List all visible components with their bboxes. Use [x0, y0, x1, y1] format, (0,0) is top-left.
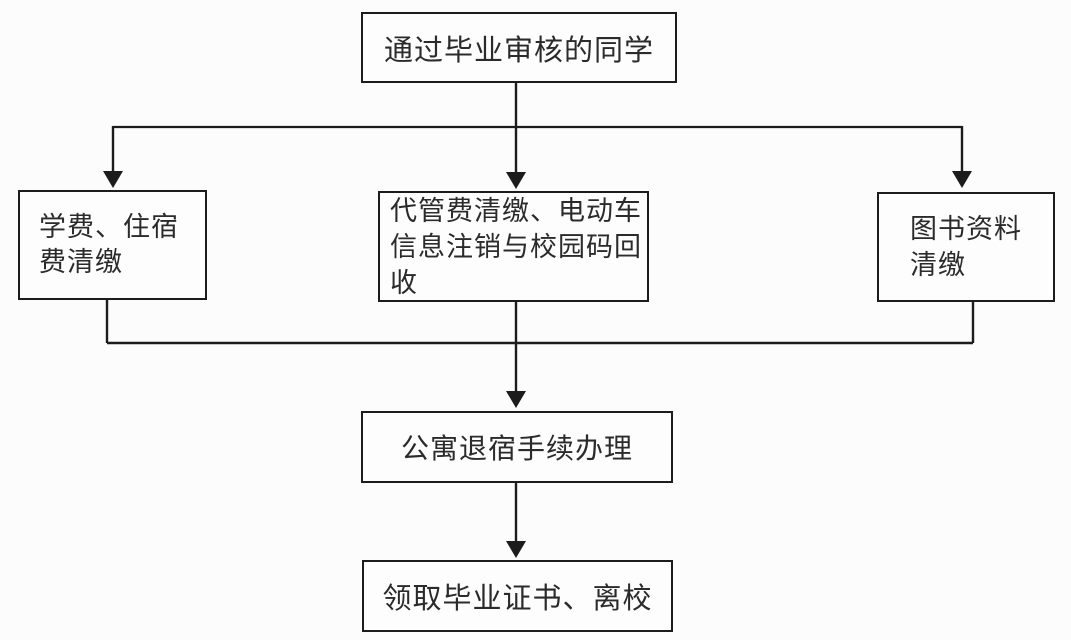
flow-node-label: 公寓退宿手续办理	[400, 433, 633, 464]
flow-node-label: 图书资料	[910, 214, 1022, 244]
flow-node-library: 图书资料 清缴	[877, 192, 1055, 302]
flow-node-label: 收	[390, 267, 418, 298]
edge-start-to-library	[952, 126, 972, 188]
flow-node-certificate-leave: 领取毕业证书、离校	[362, 560, 673, 632]
flow-node-custodial-ebike: 代管费清缴、电动车 信息注销与校园码回 收	[378, 191, 649, 302]
flow-node-label: 学费、住宿	[39, 212, 179, 242]
arrow-down-marker	[506, 541, 526, 558]
edge-start-to-tuition	[103, 126, 123, 188]
flow-node-label: 清缴	[910, 250, 966, 280]
flow-node-tuition-housing: 学费、住宿 费清缴	[18, 190, 207, 300]
flow-node-label: 通过毕业审核的同学	[383, 34, 654, 67]
flow-node-label: 信息注销与校园码回	[390, 231, 642, 262]
arrow-down-marker	[103, 171, 123, 188]
flow-node-label: 领取毕业证书、离校	[382, 583, 653, 615]
edge-custodial-to-dorm	[506, 302, 526, 408]
arrow-down-marker	[506, 391, 526, 408]
edge-start-to-custodial	[506, 83, 526, 189]
arrow-down-marker	[952, 171, 972, 188]
flow-node-label: 代管费清缴、电动车	[390, 195, 642, 226]
arrow-down-marker	[506, 172, 526, 189]
flow-node-start: 通过毕业审核的同学	[361, 12, 677, 83]
flow-node-dorm-checkout: 公寓退宿手续办理	[361, 411, 673, 483]
flow-node-label: 费清缴	[39, 247, 123, 277]
edge-dorm-to-leave	[506, 483, 526, 558]
